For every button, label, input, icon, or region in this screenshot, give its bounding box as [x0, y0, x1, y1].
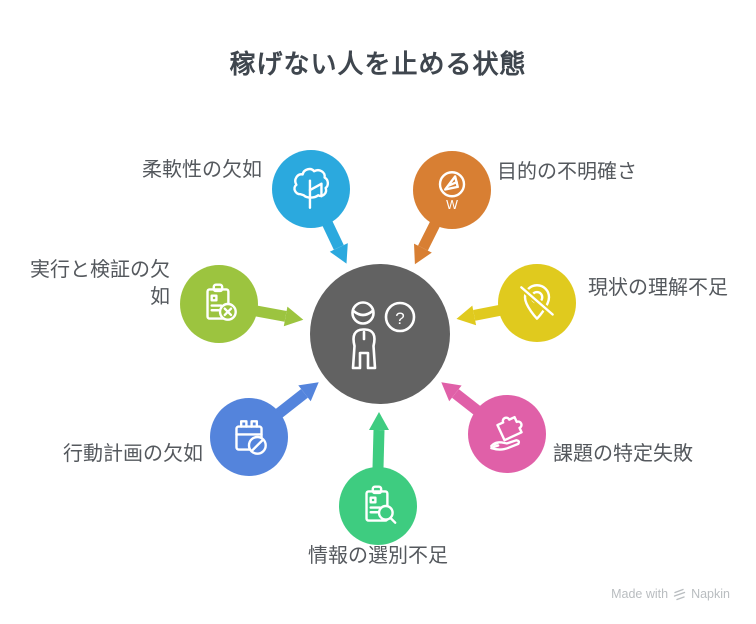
person-question-icon: ?	[351, 301, 416, 370]
puzzle-hand-icon	[490, 415, 523, 451]
label-problem-id: 課題の特定失敗	[553, 443, 693, 465]
arrow-problem-id	[441, 382, 483, 417]
arrow-purpose	[414, 219, 441, 265]
svg-text:W: W	[446, 198, 458, 212]
napkin-logo-icon	[673, 588, 686, 600]
label-info-selection: 情報の選別不足	[308, 545, 448, 567]
watermark-brand: Napkin	[691, 587, 730, 601]
label-action-plan: 行動計画の欠如	[63, 443, 203, 465]
node-action-plan	[210, 398, 288, 476]
clipboard-search-icon	[365, 485, 397, 524]
node-execution	[180, 265, 258, 343]
svg-text:?: ?	[395, 309, 404, 328]
center-node: ?	[310, 264, 450, 404]
arrow-current-state	[456, 304, 503, 326]
node-current-state	[498, 264, 576, 342]
label-purpose: 目的の不明確さ	[497, 161, 637, 183]
location-off-icon	[518, 284, 556, 320]
node-problem-id	[468, 395, 546, 473]
node-purpose: W	[413, 151, 491, 229]
made-with-napkin-watermark: Made with Napkin	[611, 587, 730, 601]
label-execution: 実行と検証の欠如	[30, 259, 170, 308]
arrow-execution	[253, 305, 304, 327]
clipboard-x-icon	[206, 283, 237, 321]
arrow-info-selection	[369, 412, 389, 469]
compass-icon: W	[438, 171, 466, 212]
tree-icon	[293, 167, 330, 209]
node-info-selection	[339, 467, 417, 545]
watermark-prefix: Made with	[611, 587, 669, 601]
arrow-flexibility	[321, 219, 348, 264]
node-flexibility	[272, 150, 350, 228]
calendar-blocked-icon	[235, 420, 267, 455]
arrow-action-plan	[273, 382, 319, 420]
label-current-state: 現状の理解不足	[588, 277, 728, 299]
label-flexibility: 柔軟性の欠如	[142, 159, 262, 181]
page-title: 稼げない人を止める状態	[229, 49, 527, 79]
